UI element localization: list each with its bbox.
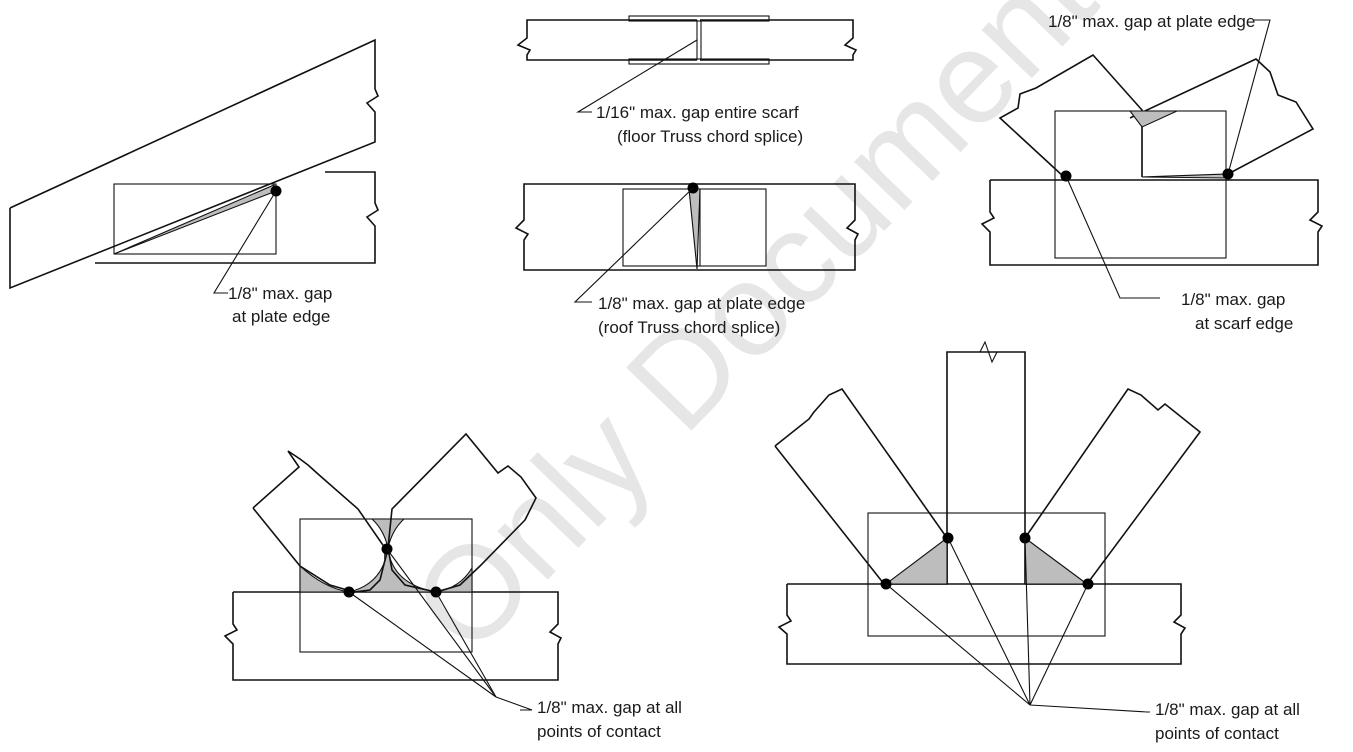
heel-callout-line1: 1/8" max. gap bbox=[228, 284, 332, 303]
web-left-bottom-chord bbox=[223, 591, 563, 681]
floor-splice-callout-line2: (floor Truss chord splice) bbox=[617, 127, 803, 146]
web-left-leader-1 bbox=[348, 591, 497, 698]
web-right-member-right bbox=[1024, 387, 1202, 585]
web-right-gap-right bbox=[1024, 536, 1089, 585]
web-right-vertical bbox=[946, 351, 1026, 584]
scarf-plate bbox=[1054, 110, 1227, 259]
web-right-leader-4 bbox=[1029, 583, 1089, 706]
floor-splice-leader bbox=[576, 39, 698, 113]
watermark: Only Document bbox=[384, 0, 1122, 679]
web-right-leader-1 bbox=[885, 583, 1031, 706]
web-right-callout-line1: 1/8" max. gap at all bbox=[1155, 700, 1300, 719]
scarf-bottom-callout-line2: at scarf edge bbox=[1195, 314, 1293, 333]
scarf-top-callout: 1/8" max. gap at plate edge bbox=[1048, 12, 1255, 31]
roof-splice-callout-line2: (roof Truss chord splice) bbox=[598, 318, 780, 337]
web-left-leader-3 bbox=[435, 591, 497, 698]
heel-joint-detail: 1/8" max. gap at plate edge bbox=[9, 38, 380, 326]
web-junction-left-detail: 1/8" max. gap at all points of contact bbox=[223, 432, 682, 741]
web-right-plate bbox=[867, 512, 1106, 637]
scarf-detail: 1/8" max. gap at plate edge 1/8" max. ga… bbox=[980, 12, 1324, 333]
web-left-leader-2 bbox=[386, 548, 497, 698]
web-left-member-left bbox=[252, 450, 386, 593]
scarf-top-leader bbox=[1227, 19, 1271, 175]
web-right-leader-3 bbox=[1024, 537, 1031, 706]
heel-top-chord bbox=[9, 38, 380, 290]
web-right-leader-tail bbox=[1029, 704, 1150, 713]
floor-splice-plate-bottom bbox=[628, 58, 770, 65]
scarf-bottom-chord bbox=[980, 179, 1324, 266]
scarf-upper-gap bbox=[1128, 110, 1178, 128]
floor-splice-callout-line1: 1/16" max. gap entire scarf bbox=[596, 103, 799, 122]
web-right-vertical-break bbox=[979, 340, 998, 364]
heel-leader bbox=[213, 190, 277, 294]
scarf-bottom-leader bbox=[1065, 175, 1160, 299]
roof-splice-leader bbox=[573, 187, 694, 303]
scarf-bottom-callout-line1: 1/8" max. gap bbox=[1181, 290, 1285, 309]
web-right-member-left bbox=[774, 387, 948, 585]
web-right-leader-2 bbox=[947, 537, 1031, 706]
roof-chord-right bbox=[692, 183, 860, 271]
web-right-bottom-chord bbox=[777, 583, 1187, 665]
web-left-callout-line1: 1/8" max. gap at all bbox=[537, 698, 682, 717]
web-left-leader-tail bbox=[495, 696, 533, 711]
web-right-gap-left bbox=[884, 536, 948, 585]
floor-splice-plate-top bbox=[628, 15, 770, 22]
floor-chord-right bbox=[700, 19, 858, 61]
floor-splice-detail: 1/16" max. gap entire scarf (floor Truss… bbox=[516, 15, 858, 146]
heel-callout-line2: at plate edge bbox=[232, 307, 330, 326]
scarf-right-member bbox=[1129, 58, 1315, 175]
roof-chord-left bbox=[514, 183, 697, 271]
web-junction-right-detail: 1/8" max. gap at all points of contact bbox=[774, 340, 1300, 743]
scarf-left-member bbox=[998, 53, 1143, 178]
web-right-callout-line2: points of contact bbox=[1155, 724, 1279, 743]
heel-gap-shading bbox=[113, 184, 277, 255]
heel-bottom-chord bbox=[95, 171, 380, 264]
web-left-member-right bbox=[387, 432, 537, 593]
web-left-callout-line2: points of contact bbox=[537, 722, 661, 741]
floor-chord-left bbox=[516, 19, 697, 61]
roof-splice-detail: 1/8" max. gap at plate edge (roof Truss … bbox=[514, 182, 860, 337]
scarf-lower-gap bbox=[1141, 173, 1229, 179]
heel-plate bbox=[113, 183, 277, 255]
roof-splice-callout-line1: 1/8" max. gap at plate edge bbox=[598, 294, 805, 313]
